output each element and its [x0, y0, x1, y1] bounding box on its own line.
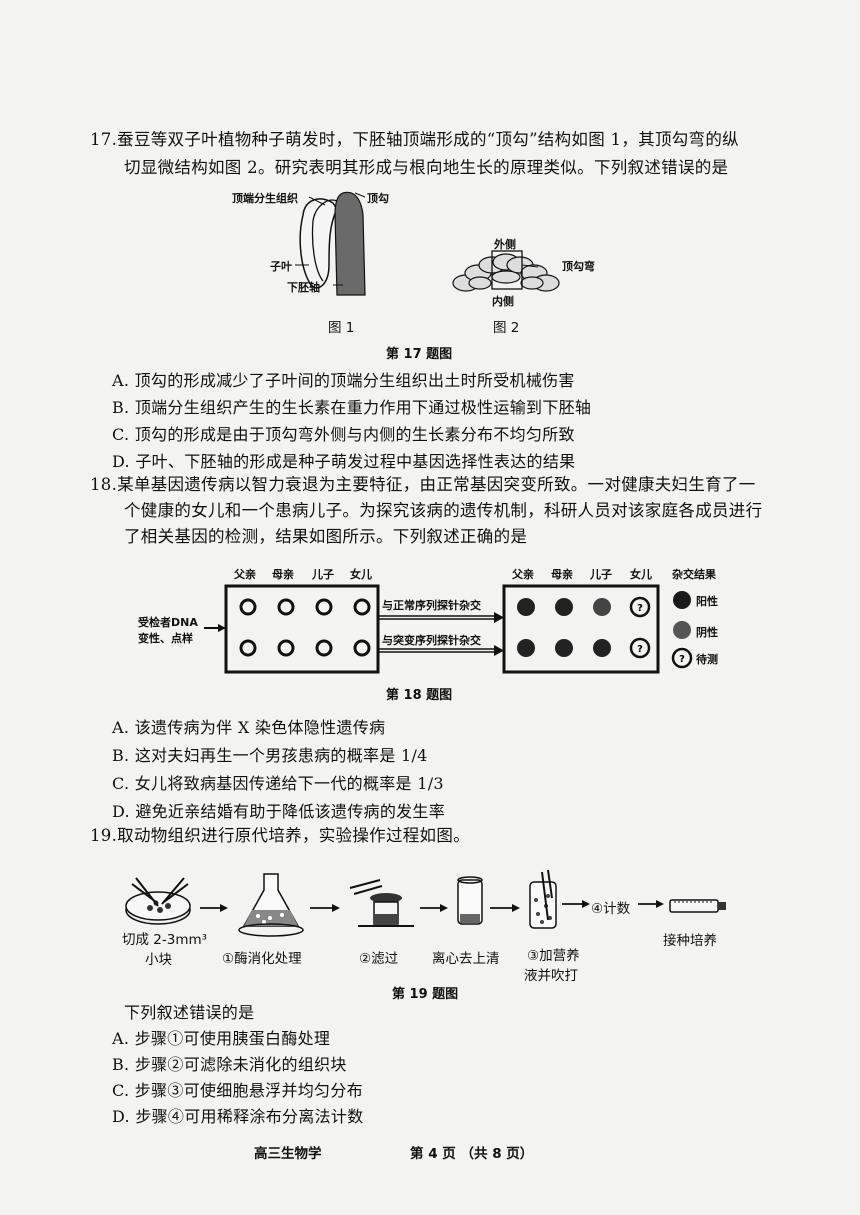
q19-label-cut-2: 小块	[145, 952, 172, 968]
q17-figure-caption: 第 17 题图	[386, 347, 453, 362]
q17-fig2-caption: 图 2	[493, 320, 520, 336]
q17-label-cotyledon: 子叶	[270, 260, 292, 273]
q18-label-sample-1: 受检者DNA	[138, 616, 198, 629]
q17-option-a: A. 顶勾的形成减少了子叶间的顶端分生组织出土时所受机械伤害	[112, 371, 575, 390]
q17-label-hook-bend: 顶勾弯	[562, 260, 595, 273]
q17-fig1-caption: 图 1	[328, 320, 355, 336]
q18-legend-positive: 阳性	[696, 595, 718, 608]
q17-option-c: C. 顶勾的形成是由于顶勾弯外侧与内侧的生长素分布不均匀所致	[112, 425, 575, 444]
q18-header-son-left: 儿子	[312, 568, 334, 581]
q17-stem-line2: 切显微结构如图 2。研究表明其形成与根向地生长的原理类似。下列叙述错误的是	[124, 158, 729, 177]
q19-label-seed: 接种培养	[663, 933, 717, 949]
q18-header-father-left: 父亲	[234, 568, 256, 581]
q19-label-enzyme: ①酶消化处理	[222, 951, 302, 967]
q17-option-d: D. 子叶、下胚轴的形成是种子萌发过程中基因选择性表达的结果	[112, 452, 576, 471]
footer-page-number: 第 4 页 （共 8 页）	[410, 1146, 534, 1162]
q18-figure-caption: 第 18 题图	[386, 688, 453, 703]
q19-label-cut-1: 切成 2-3mm³	[122, 932, 208, 948]
q17-figure-2	[452, 250, 560, 292]
q17-figure-1	[295, 191, 366, 296]
q18-header-son-right: 儿子	[590, 568, 612, 581]
q19-option-b: B. 步骤②可滤除未消化的组织块	[112, 1055, 347, 1074]
q18-option-c: C. 女儿将致病基因传递给下一代的概率是 1/3	[112, 774, 444, 793]
q19-step-count: ④计数	[591, 901, 631, 917]
q19-label-centrifuge: 离心去上清	[432, 951, 500, 967]
q18-header-father-right: 父亲	[512, 568, 534, 581]
q18-header-result: 杂交结果	[672, 568, 716, 581]
q19-label-add-2: 液并吹打	[524, 968, 578, 984]
q18-option-b: B. 这对夫妇再生一个男孩患病的概率是 1/4	[112, 746, 428, 765]
q18-header-mother-right: 母亲	[551, 568, 573, 581]
svg-text:?: ?	[637, 644, 643, 655]
svg-text:?: ?	[637, 603, 643, 614]
q17-label-hypocotyl: 下胚轴	[287, 281, 320, 294]
q19-figure	[125, 869, 726, 937]
footer-subject: 高三生物学	[254, 1146, 322, 1162]
q18-label-sample-2: 变性、点样	[138, 632, 193, 645]
q19-option-c: C. 步骤③可使细胞悬浮并均匀分布	[112, 1081, 363, 1100]
q18-legend-pending: 待测	[696, 653, 718, 666]
q17-label-meristem: 顶端分生组织	[232, 192, 298, 205]
q19-option-d: D. 步骤④可用稀释涂布分离法计数	[112, 1107, 364, 1126]
q18-option-a: A. 该遗传病为伴 X 染色体隐性遗传病	[112, 718, 386, 737]
q19-option-a: A. 步骤①可使用胰蛋白酶处理	[112, 1029, 331, 1048]
q19-figure-caption: 第 19 题图	[392, 987, 459, 1002]
q18-header-daughter-left: 女儿	[350, 568, 372, 581]
q17-label-inner: 内侧	[492, 295, 514, 308]
q18-stem-line1: 18.某单基因遗传病以智力衰退为主要特征，由正常基因突变所致。一对健康夫妇生育了…	[90, 475, 756, 494]
q18-label-probe-mutant: 与突变序列探针杂交	[382, 634, 481, 647]
q18-figure: ? ? ?	[204, 584, 693, 674]
q17-label-hook: 顶勾	[367, 192, 389, 205]
q19-question-stem: 下列叙述错误的是	[124, 1003, 255, 1022]
q19-label-filter: ②滤过	[359, 951, 399, 967]
q18-stem-line3: 了相关基因的检测，结果如图所示。下列叙述正确的是	[124, 527, 528, 546]
q17-stem-line1: 17.蚕豆等双子叶植物种子萌发时，下胚轴顶端形成的“顶勾”结构如图 1，其顶勾弯…	[90, 130, 739, 149]
q17-option-b: B. 顶端分生组织产生的生长素在重力作用下通过极性运输到下胚轴	[112, 398, 592, 417]
q18-legend-negative: 阴性	[696, 626, 718, 639]
svg-text:?: ?	[679, 654, 685, 665]
q19-label-add-1: ③加营养	[527, 948, 580, 964]
q19-stem-line1: 19.取动物组织进行原代培养，实验操作过程如图。	[90, 826, 470, 845]
q18-option-d: D. 避免近亲结婚有助于降低该遗传病的发生率	[112, 802, 446, 821]
q18-label-probe-normal: 与正常序列探针杂交	[382, 599, 481, 612]
q18-header-mother-left: 母亲	[272, 568, 294, 581]
q18-stem-line2: 个健康的女儿和一个患病儿子。为探究该病的遗传机制，科研人员对该家庭各成员进行	[124, 501, 763, 520]
q18-header-daughter-right: 女儿	[630, 568, 652, 581]
q17-label-outer: 外侧	[494, 238, 516, 251]
